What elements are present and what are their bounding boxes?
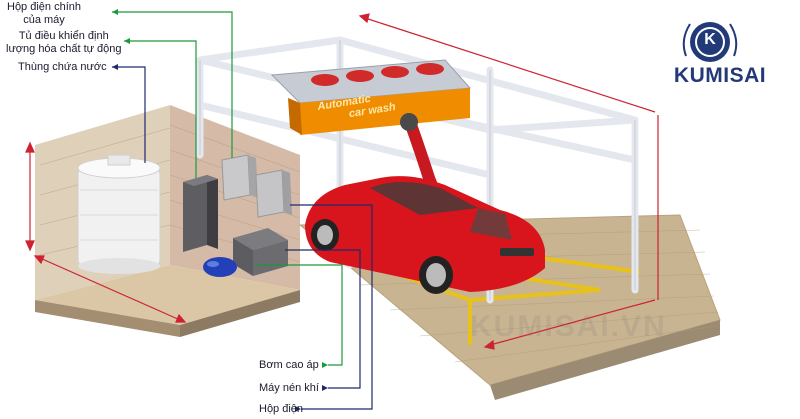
air-compressor-illustration bbox=[233, 228, 288, 276]
overhead-carriage bbox=[270, 59, 472, 135]
leader-water-tank bbox=[112, 66, 146, 163]
label-water-tank: Thùng chứa nước bbox=[18, 61, 107, 73]
leader-compressor bbox=[285, 249, 361, 389]
high-pressure-pump-illustration bbox=[203, 257, 237, 277]
leader-pump bbox=[255, 264, 343, 366]
leader-power-box bbox=[290, 204, 373, 410]
dimension-lines bbox=[25, 13, 659, 350]
label-air-compressor: Máy nén khí bbox=[259, 382, 319, 394]
logo-letter: K bbox=[704, 31, 716, 48]
label-high-pressure-pump: Bơm cao áp bbox=[259, 359, 319, 371]
leader-main-power bbox=[112, 11, 233, 158]
label-power-box: Hộp điện bbox=[259, 403, 304, 415]
watermark: KUMISAI.VN bbox=[470, 310, 667, 343]
brand-logo: K KUMISAI bbox=[660, 18, 780, 88]
equipment-room bbox=[35, 105, 301, 337]
power-box-illustration bbox=[255, 169, 292, 218]
brand-emblem-icon bbox=[682, 22, 738, 62]
label-chemical-control-cabinet: Tủ điều khiển định lượng hóa chất tự độn… bbox=[6, 30, 122, 55]
water-tank-illustration bbox=[77, 154, 161, 274]
leader-arrows bbox=[112, 9, 328, 412]
brand-name: KUMISAI bbox=[673, 64, 767, 87]
chemical-cabinet-illustration bbox=[183, 175, 218, 252]
leader-chemical bbox=[124, 40, 197, 178]
car-illustration bbox=[305, 176, 545, 294]
main-power-box-illustration bbox=[221, 154, 258, 201]
label-main-power-box: Hộp điện chính của máy bbox=[7, 1, 81, 26]
